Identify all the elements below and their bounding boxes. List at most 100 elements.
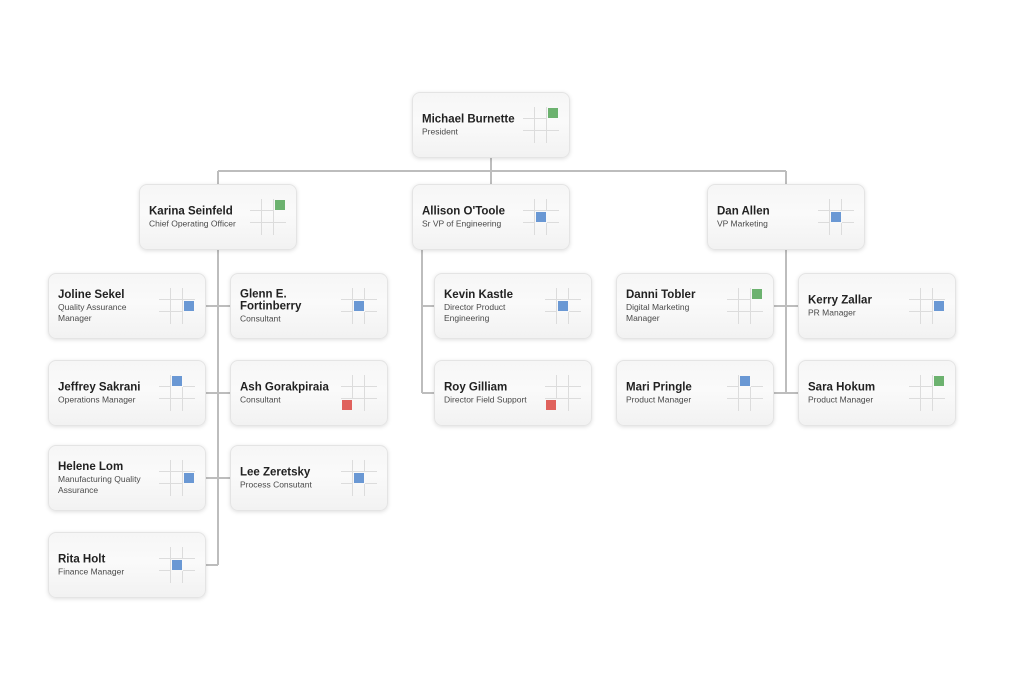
status-grid-icon <box>341 375 377 411</box>
status-grid-cell <box>909 312 921 324</box>
status-grid-cell <box>557 387 569 399</box>
status-grid-cell <box>341 300 353 312</box>
person-title: Operations Manager <box>58 394 136 405</box>
status-grid-cell <box>557 399 569 411</box>
status-grid-cell <box>545 288 557 300</box>
status-grid-cell <box>183 571 195 583</box>
person-name: Sara Hokum <box>808 381 876 394</box>
status-grid-icon <box>727 375 763 411</box>
status-grid-cell <box>547 199 559 211</box>
person-title: Consultant <box>240 394 281 405</box>
person-title: Chief Operating Officer <box>149 218 236 229</box>
status-grid-cell <box>365 300 377 312</box>
status-grid-cell <box>159 559 171 571</box>
status-grid-cell <box>183 559 195 571</box>
status-marker-red <box>546 400 556 410</box>
status-grid-cell <box>751 312 763 324</box>
status-grid-cell <box>159 375 171 387</box>
status-grid-cell <box>171 460 183 472</box>
status-grid-cell <box>739 387 751 399</box>
status-marker-green <box>548 108 558 118</box>
status-grid-cell <box>535 223 547 235</box>
person-title: Consultant <box>240 313 281 324</box>
status-grid-cell <box>545 387 557 399</box>
person-name: Kevin Kastle <box>444 289 514 301</box>
person-name: Helene Lom <box>58 461 124 473</box>
status-grid-cell <box>250 199 262 211</box>
person-name: Danni Tobler <box>626 289 696 301</box>
status-grid-cell <box>353 399 365 411</box>
status-grid-cell <box>557 375 569 387</box>
person-title: Manufacturing Quality Assurance <box>58 474 141 495</box>
person-title: President <box>422 126 458 137</box>
status-grid-cell <box>365 312 377 324</box>
status-grid-icon <box>727 288 763 324</box>
status-grid-cell <box>727 375 739 387</box>
status-grid-cell <box>933 387 945 399</box>
status-grid-cell <box>353 460 365 472</box>
status-grid-cell <box>159 312 171 324</box>
person-name: Allison O'Toole <box>422 205 506 218</box>
status-grid-cell <box>171 472 183 484</box>
status-grid-cell <box>739 399 751 411</box>
status-grid-cell <box>523 131 535 143</box>
status-grid-icon <box>909 288 945 324</box>
status-grid-cell <box>183 288 195 300</box>
status-grid-icon <box>341 288 377 324</box>
person-title: Sr VP of Engineering <box>422 218 502 229</box>
status-grid-cell <box>353 484 365 496</box>
status-grid-cell <box>557 288 569 300</box>
status-grid-cell <box>842 211 854 223</box>
status-grid-cell <box>183 375 195 387</box>
status-grid-cell <box>909 288 921 300</box>
status-grid-cell <box>341 375 353 387</box>
status-marker-blue <box>558 301 568 311</box>
status-marker-blue <box>354 301 364 311</box>
person-title: VP Marketing <box>717 218 768 229</box>
status-grid-cell <box>183 399 195 411</box>
status-marker-green <box>934 376 944 386</box>
status-marker-blue <box>536 212 546 222</box>
status-grid-cell <box>909 375 921 387</box>
status-marker-blue <box>354 473 364 483</box>
status-grid-cell <box>250 223 262 235</box>
status-grid-cell <box>262 199 274 211</box>
status-grid-cell <box>171 300 183 312</box>
status-grid-cell <box>365 472 377 484</box>
status-marker-blue <box>172 560 182 570</box>
person-title: Digital Marketing Manager <box>626 302 690 323</box>
status-grid-cell <box>569 387 581 399</box>
person-name: Jeffrey Sakrani <box>58 381 141 394</box>
status-grid-icon <box>159 460 195 496</box>
status-grid-cell <box>365 387 377 399</box>
status-grid-cell <box>921 300 933 312</box>
status-grid-cell <box>171 387 183 399</box>
status-marker-green <box>752 289 762 299</box>
status-grid-cell <box>842 199 854 211</box>
person-title: Process Consutant <box>240 479 312 490</box>
